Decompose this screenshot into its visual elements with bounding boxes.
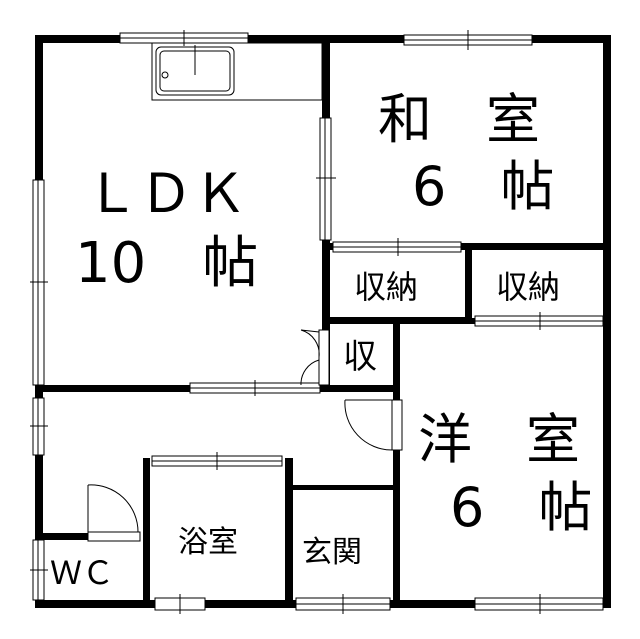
room-washitsu-size: 6 帖 [412, 155, 554, 218]
room-storage-right: 収納 [496, 268, 560, 306]
kitchen-counter [151, 42, 323, 101]
room-wc: ＷＣ [50, 554, 114, 592]
room-storage-left: 収納 [354, 268, 418, 306]
windows [30, 30, 604, 614]
room-ldk-name: ＬＤＫ [85, 162, 247, 225]
room-yoshitsu-name: 洋 室 [418, 408, 580, 471]
doors [87, 329, 403, 542]
room-washitsu-name: 和 室 [378, 88, 540, 151]
room-ldk-size: 10 帖 [75, 231, 258, 296]
room-closet: 収 [343, 337, 377, 377]
room-entrance: 玄関 [302, 535, 362, 570]
room-bath: 浴室 [178, 525, 238, 560]
room-yoshitsu-size: 6 帖 [450, 476, 592, 539]
